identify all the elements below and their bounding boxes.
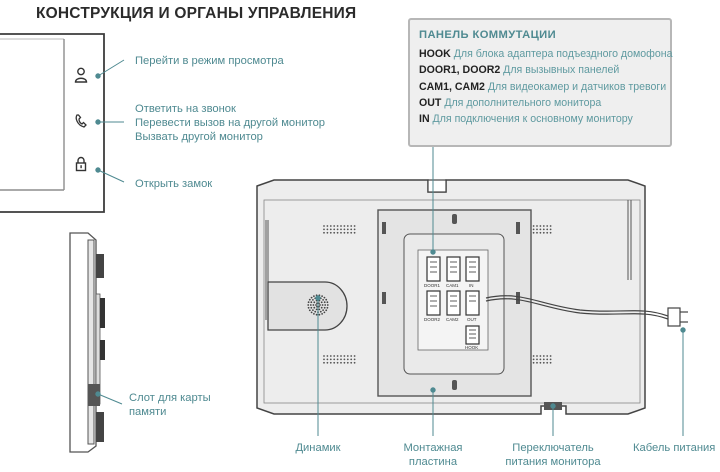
panel-key: DOOR1, DOOR2 [419,64,501,77]
panel-key: OUT [419,96,442,109]
slot-leader [95,391,123,405]
plate-label-line2: пластина [408,456,458,468]
connector-block [426,256,480,345]
conn-label-out: OUT [467,317,477,322]
card-slot-label-line1: Слот для карты [129,392,211,404]
side-profile [69,232,105,453]
panel-key: IN [419,113,430,126]
conn-label-in: IN [469,283,474,288]
panel-row-in: IN Для подключения к основному монитору [419,112,660,126]
conn-label-cam2: CAM2 [446,317,459,322]
panel-desc: Для дополнительного монитора [441,96,602,109]
lock-icon [75,156,87,172]
panel-title: ПАНЕЛЬ КОММУТАЦИИ [419,29,557,41]
view-mode-label: Перейти в режим просмотра [135,55,284,67]
panel-desc: Для подключения к основному монитору [429,113,633,126]
plate-label-line1: Монтажная [403,442,463,454]
bottom-leaders [315,295,686,436]
call-monitor-label: Вызвать другой монитор [135,131,263,143]
conn-label-door2: DOOR2 [424,317,441,322]
conn-label-hook: HOOK [465,345,479,350]
panel-desc: Для блока адаптера подъездного домофона [450,48,673,60]
page-title: КОНСТРУКЦИЯ И ОРГАНЫ УПРАВЛЕНИЯ [36,5,357,22]
panel-row-out: OUT Для дополнительного монитора [419,96,660,110]
switching-panel-box: ПАНЕЛЬ КОММУТАЦИИ HOOK Для блока адаптер… [408,18,673,147]
switch-label-line2: питания монитора [505,456,601,468]
panel-row-door: DOOR1, DOOR2 Для вызывных панелей [419,63,660,77]
handset-icon [74,113,88,129]
panel-desc: Для вызывных панелей [500,64,620,77]
panel-row-hook: HOOK Для блока адаптера подъездного домо… [419,47,673,61]
person-icon [74,67,88,83]
speaker-label: Динамик [295,442,341,454]
panel-leader [430,146,436,255]
open-lock-label: Открыть замок [135,178,213,190]
front-leaders [95,59,125,183]
front-monitor [0,33,105,213]
panel-row-cam: CAM1, CAM2 Для видеокамер и датчиков тре… [419,80,666,94]
panel-desc: Для видеокамер и датчиков тревоги [484,80,667,93]
switch-label-line1: Переключатель [512,442,594,454]
transfer-call-label: Перевести вызов на другой монитор [135,117,326,129]
answer-call-label: Ответить на звонок [135,103,236,115]
panel-key: HOOK [419,48,451,60]
card-slot-label-line2: памяти [129,406,167,418]
conn-label-cam1: CAM1 [446,283,459,288]
panel-key: CAM1, CAM2 [419,80,485,93]
conn-label-door1: DOOR1 [424,283,441,288]
power-cable [485,295,688,327]
monitor-back [256,179,646,415]
cable-label: Кабель питания [633,442,716,454]
